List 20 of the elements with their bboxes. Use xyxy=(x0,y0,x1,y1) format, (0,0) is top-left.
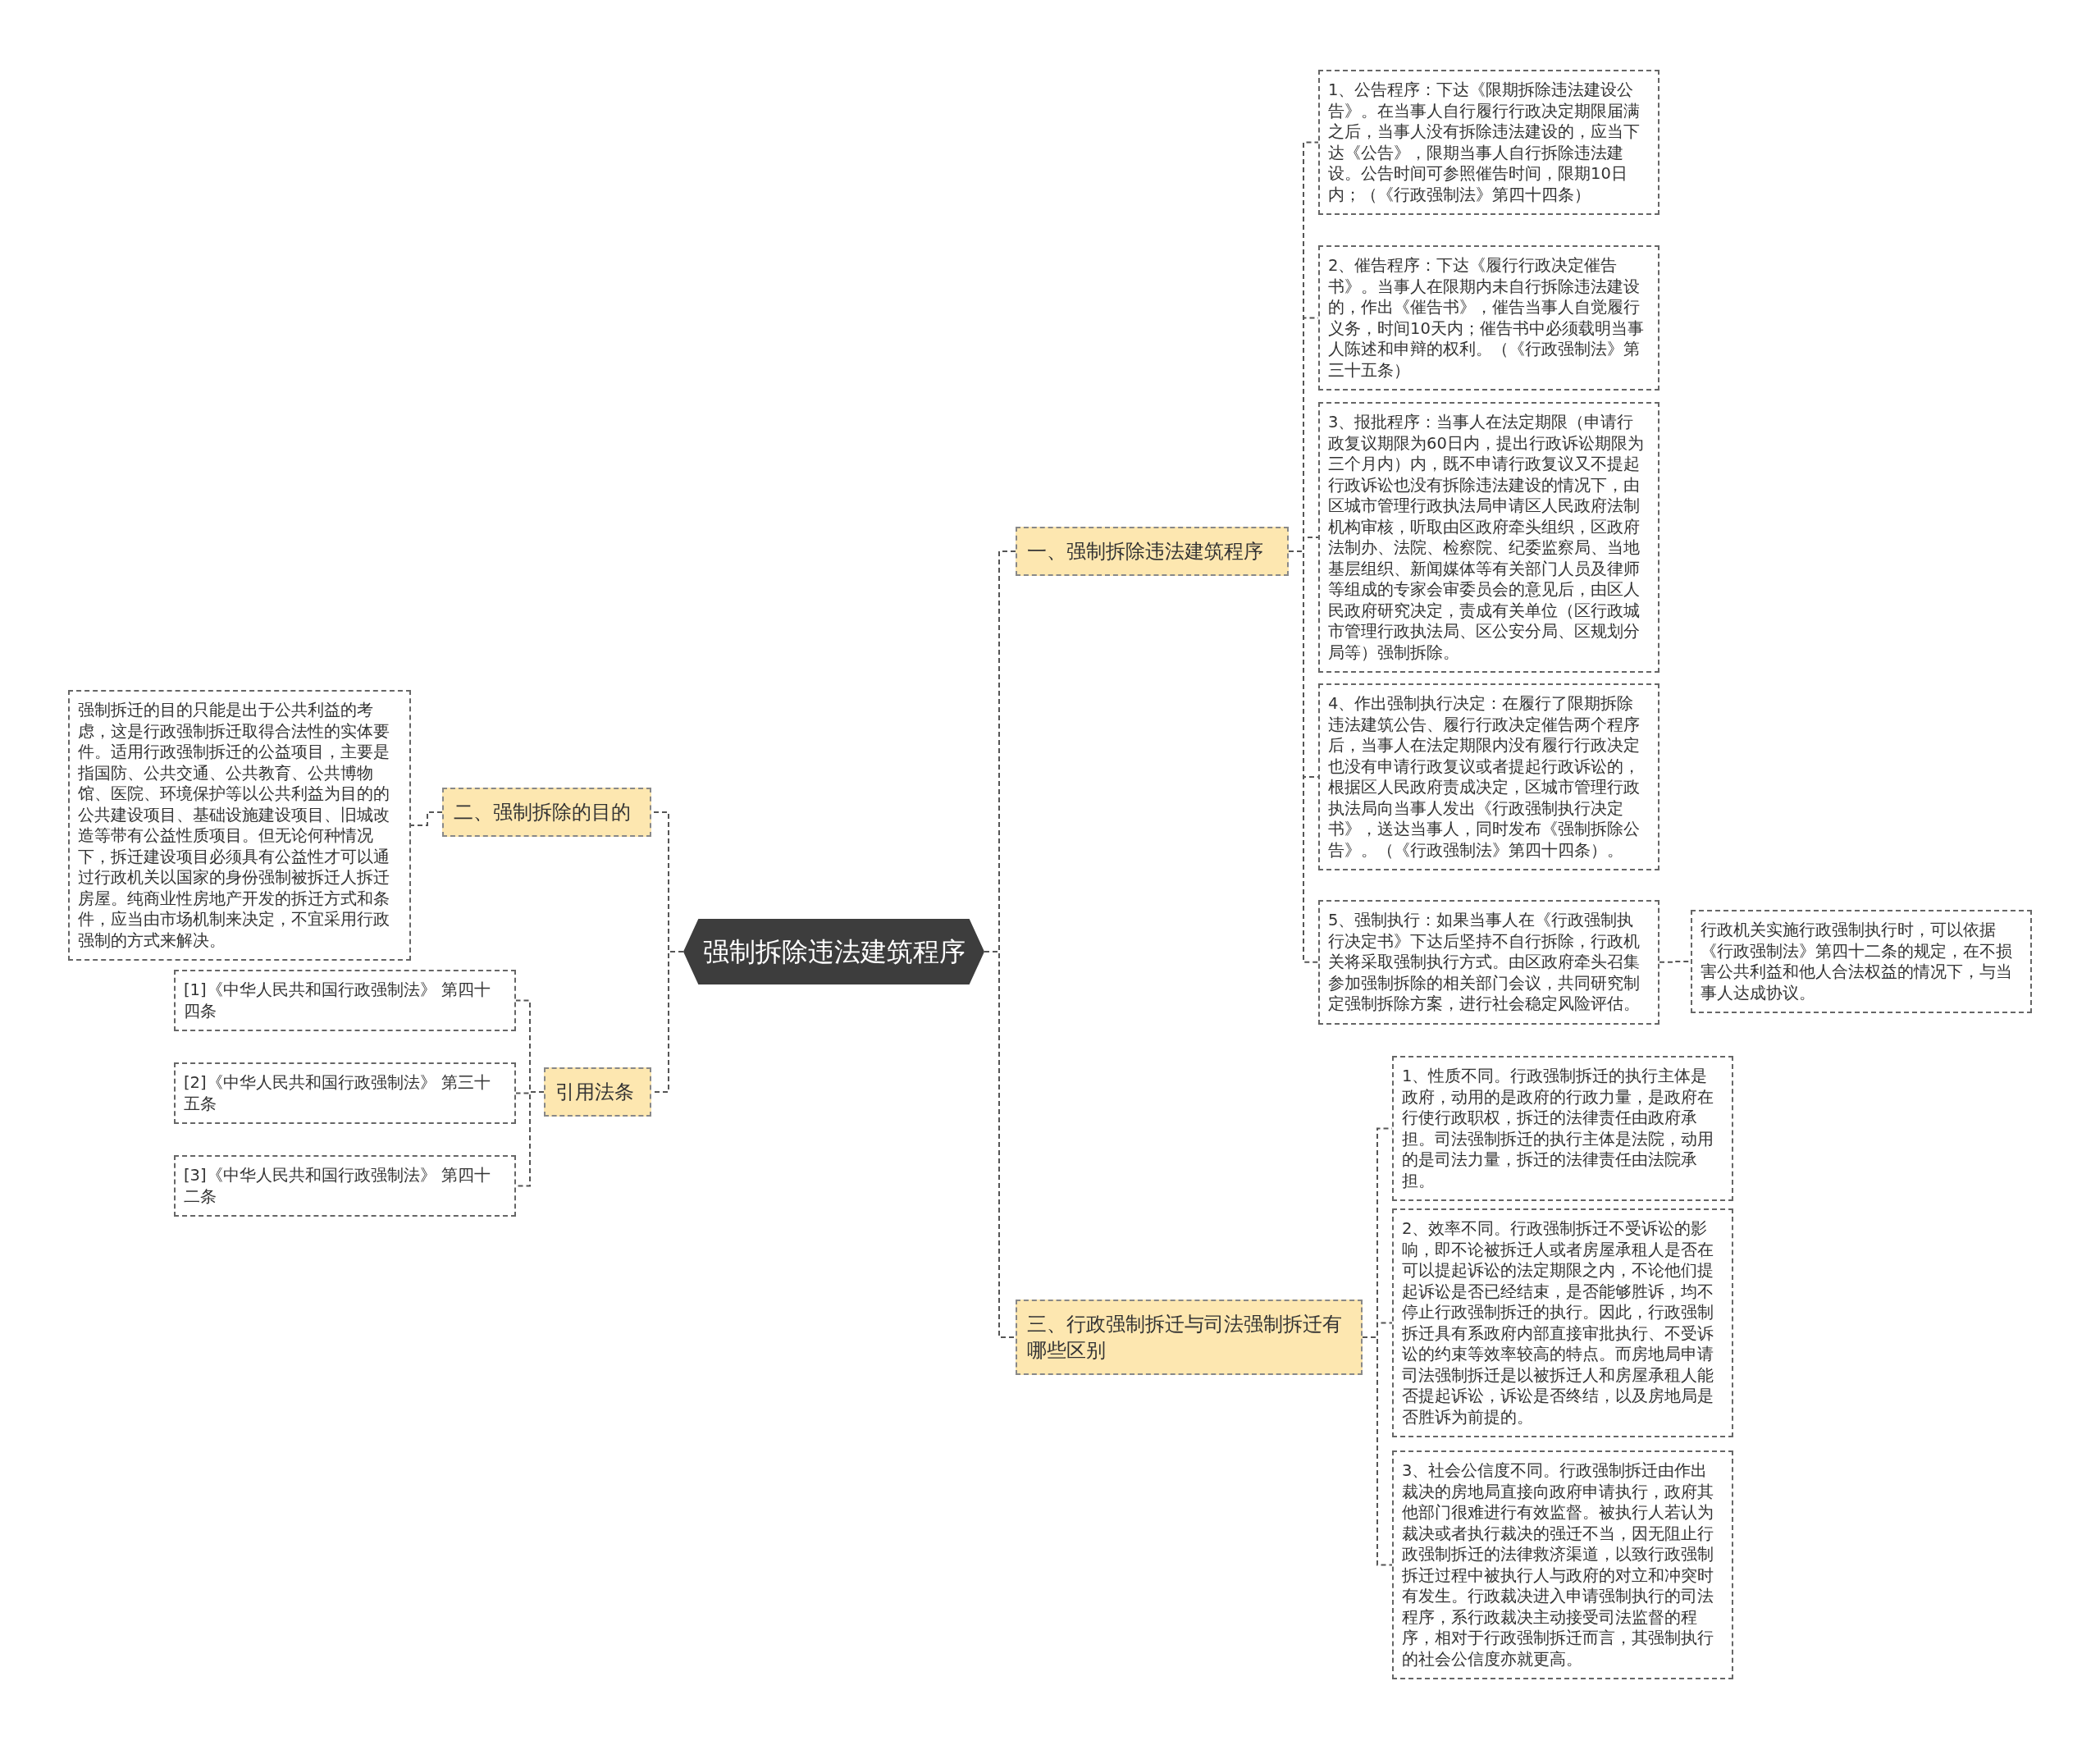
topic-box: 二、强制拆除的目的 xyxy=(442,788,651,837)
text-box: 2、催告程序：下达《履行行政决定催告书》。当事人在限期内未自行拆除违法建设的，作出《催告书》，催告当事人自觉履行义务，时间10天内；催告书中必须载明当事人陈述和申辩的权利。（《行政强制法》第三十五条） xyxy=(1318,245,1659,391)
connector-line xyxy=(410,811,443,826)
text-box: [2]《中华人民共和国行政强制法》 第三十五条 xyxy=(174,1062,516,1124)
topic-box: 三、行政强制拆迁与司法强制拆迁有哪些区别 xyxy=(1016,1300,1363,1375)
text-box: 4、作出强制执行决定：在履行了限期拆除违法建筑公告、履行行政决定催告两个程序后，当事人在法定期限内没有履行行政决定也没有申请行政复议或者提起行政诉讼的，根据区人民政府责成决定，区城市管理行政执法局向当事人发出《行政强制执行决定书》，送达当事人，同时发布《强制拆除公告》。（《行政强制法》第四十四条）。 xyxy=(1318,683,1659,870)
text-box: [1]《中华人民共和国行政强制法》 第四十四条 xyxy=(174,970,516,1031)
topic-box: 一、强制拆除违法建筑程序 xyxy=(1016,527,1289,576)
text-box: 3、社会公信度不同。行政强制拆迁由作出裁决的房地局直接向政府申请执行，政府其他部门很难进行有效监督。被执行人若认为裁决或者执行裁决的强迁不当，因无阻止行政强制拆迁的法律救济渠道，以致行政强制拆迁过程中被执行人与政府的对立和冲突时有发生。行政裁决进入申请强制执行的司法程序，系行政裁决主动接受司法监督的程序，相对于行政强制拆迁而言，其强制执行的社会公信度亦就更高。 xyxy=(1392,1450,1733,1679)
text-box: 5、强制执行：如果当事人在《行政强制执行决定书》下达后坚持不自行拆除，行政机关将采取强制执行方式。由区政府牵头召集参加强制拆除的相关部门会议，共同研究制定强制拆除方案，进行社会稳定风险评估。 xyxy=(1318,900,1659,1025)
text-box: 1、公告程序：下达《限期拆除违法建设公告》。在当事人自行履行行政决定期限届满之后，当事人没有拆除违法建设的，应当下达《公告》，限期当事人自行拆除违法建设。公告时间可参照催告时间，限期10日内；（《行政强制法》第四十四条） xyxy=(1318,70,1659,215)
connector-line xyxy=(1362,1336,1393,1566)
topic-box: 引用法条 xyxy=(544,1067,651,1117)
central-topic: 强制拆除违法建筑程序 xyxy=(683,919,984,984)
text-box: 3、报批程序：当事人在法定期限（申请行政复议期限为60日内，提出行政诉讼期限为三个月内）内，既不申请行政复议又不提起行政诉讼也没有拆除违法建设的情况下，由区城市管理行政执法局申请区人民政府法制机构审核，听取由区政府牵头组织，区政府法制办、法院、检察院、纪委监察局、当地基层组织、新闻媒体等有关部门人员及律师等组成的专家会审委员会的意见后，由区人民政府研究决定，责成有关单位（区行政城市管理行政执法局、区公安分局、区规划分局等）强制拆除。 xyxy=(1318,402,1659,673)
text-box: 1、性质不同。行政强制拆迁的执行主体是政府，动用的是政府的行政力量，是政府在行使行政职权，拆迁的法律责任由政府承担。司法强制拆迁的执行主体是法院，动用的是司法力量，拆迁的法律责任由法院承担。 xyxy=(1392,1056,1733,1201)
text-box: [3]《中华人民共和国行政强制法》 第四十二条 xyxy=(174,1155,516,1217)
text-box: 强制拆迁的目的只能是出于公共利益的考虑，这是行政强制拆迁取得合法性的实体要件。适用行政强制拆迁的公益项目，主要是指国防、公共交通、公共教育、公共博物馆、医院、环境保护等以公共利益为目的的公共建设项目、基础设施建设项目、旧城改造等带有公益性质项目。但无论何种情况下，拆迁建设项目必须具有公益性才可以通过行政机关以国家的身份强制被拆迁人拆迁房屋。纯商业性房地产开发的拆迁方式和条件，应当由市场机制来决定，不宜采用行政强制的方式来解决。 xyxy=(68,690,411,961)
text-box: 2、效率不同。行政强制拆迁不受诉讼的影响，即不论被拆迁人或者房屋承租人是否在可以提起诉讼的法定期限之内，不论他们提起诉讼是否已经结束，是否能够胜诉，均不停止行政强制拆迁的执行。因此，行政强制拆迁具有系政府内部直接审批执行、不受诉讼的约束等效率较高的特点。而房地局申请司法强制拆迁是以被拆迁人和房屋承租人能否提起诉讼，诉讼是否终结，以及房地局是否胜诉为前提的。 xyxy=(1392,1208,1733,1437)
text-box: 行政机关实施行政强制执行时，可以依据《行政强制法》第四十二条的规定，在不损害公共利益和他人合法权益的情况下，与当事人达成协议。 xyxy=(1691,910,2032,1013)
